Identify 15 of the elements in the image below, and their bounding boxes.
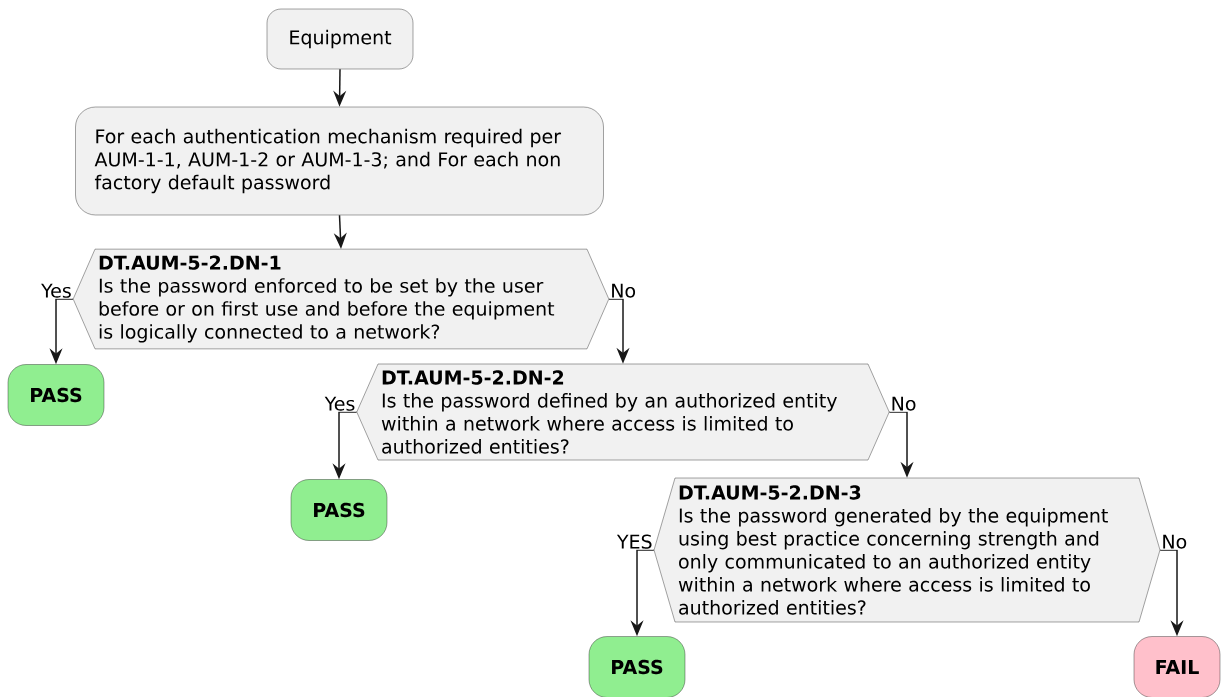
edge-label: No xyxy=(1163,534,1187,549)
start-box: Equipment xyxy=(266,8,414,70)
edge-label: Yes xyxy=(41,283,71,298)
edge-label: No xyxy=(892,396,916,411)
edge-label: YES xyxy=(616,534,652,549)
edge-label: No xyxy=(612,283,636,298)
decision-hexagon: DT.AUM-5-2.DN-3 Is the password generated by the equipment using best practice concerning strength and only communicated to an authorized entity within a network where access is limited to authorized entities? xyxy=(653,477,1161,623)
result-box: FAIL xyxy=(1133,636,1221,697)
result-box: PASS xyxy=(588,636,686,697)
result-box: PASS xyxy=(290,479,388,541)
activity-box: For each authentication mechanism required per AUM-1-1, AUM-1-2 or AUM-1-3; and For each non factory default password xyxy=(75,106,604,216)
edge-label: Yes xyxy=(324,396,355,411)
result-box: PASS xyxy=(7,364,105,426)
decision-hexagon: DT.AUM-5-2.DN-1 Is the password enforced to be set by the user before or on first use and before the equipment is logically connected to a network? xyxy=(72,248,610,350)
decision-hexagon: DT.AUM-5-2.DN-2 Is the password defined by an authorized entity within a network where access is limited to authorized entities? xyxy=(356,363,890,461)
